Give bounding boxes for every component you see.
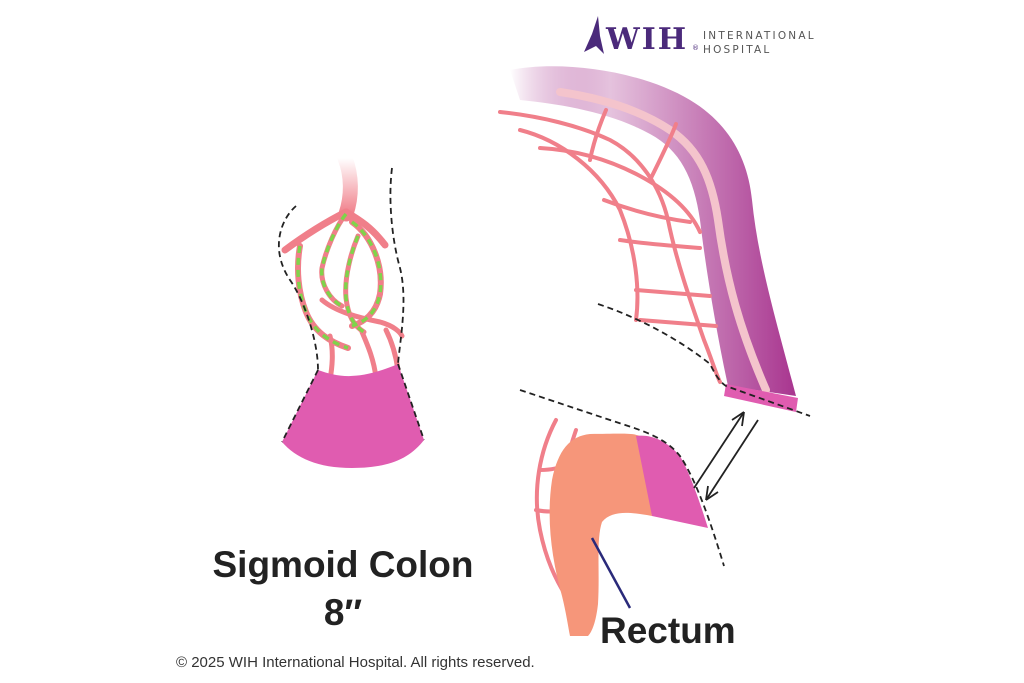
sigmoid-colon-label: Sigmoid Colon: [212, 544, 474, 585]
logo-registered: ®: [692, 44, 699, 52]
mesentery-cut-line: [389, 167, 405, 365]
logo-line-hospital: HOSPITAL: [703, 44, 772, 56]
rectum: [519, 389, 725, 636]
copyright-notice: © 2025 WIH International Hospital. All r…: [176, 654, 535, 671]
descending-colon: [498, 66, 811, 417]
colon-mesenteric-vessels: [498, 108, 722, 384]
mesentery-cut-line: [277, 205, 319, 371]
rectum-pointer-line: [590, 537, 632, 609]
colon-mesentery-cut-line: [597, 303, 811, 417]
rectum-label: Rectum: [600, 610, 736, 651]
resected-colon-segment: [282, 364, 424, 468]
logo-mark-icon: [584, 16, 604, 54]
rectum-cut-line: [519, 389, 725, 567]
sigmoid-length-label: 8″: [323, 592, 363, 633]
logo-brand: WIH: [606, 22, 689, 57]
resected-sigmoid-segment: [277, 150, 425, 468]
anastomosis-arrow: [693, 411, 759, 501]
ligature-lines: [296, 212, 383, 350]
rectum-stump: [636, 435, 708, 528]
logo-line-international: INTERNATIONAL: [703, 30, 816, 42]
rectum-body: [549, 433, 652, 636]
